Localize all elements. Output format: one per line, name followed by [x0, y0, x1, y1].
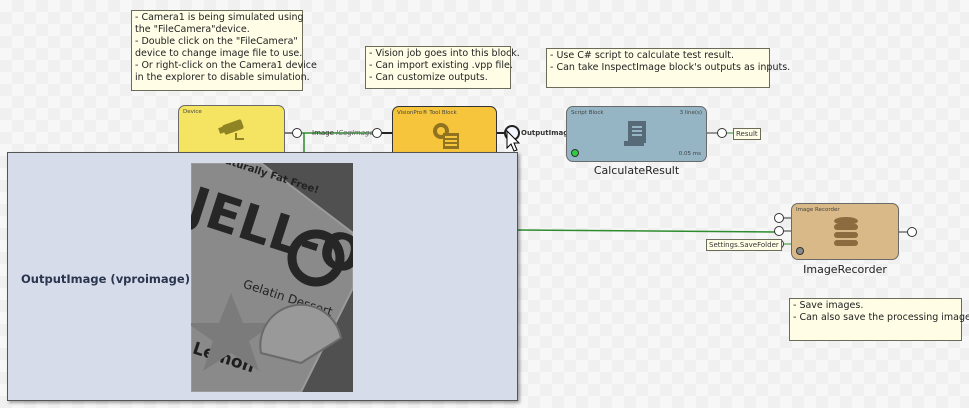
tooltip-text: OutputImage (vproimage) |: [21, 272, 199, 286]
gear-checklist-icon: [433, 123, 459, 149]
note-line: - Can customize outputs.: [369, 72, 488, 83]
script-block-label: CalculateResult: [593, 164, 680, 177]
note-vision[interactable]: - Vision job goes into this block. - Can…: [365, 46, 520, 89]
note-script[interactable]: - Use C# script to calculate test result…: [546, 48, 791, 88]
note-camera[interactable]: - Camera1 is being simulated using the "…: [131, 10, 317, 91]
status-indicator: [796, 247, 804, 255]
note-line: - Vision job goes into this block.: [369, 48, 520, 59]
device-block[interactable]: Device: [178, 105, 285, 160]
note-line: - Can take InspectImage block's outputs …: [550, 62, 791, 73]
output-image-tooltip: OutputImage (vproimage) | Naturally Fat …: [7, 152, 518, 401]
image-recorder-block[interactable]: Image Recorder: [791, 203, 899, 260]
mouse-cursor-icon: [506, 130, 521, 152]
note-line: in the explorer to disable simulation.: [135, 72, 310, 83]
execution-time: 0.05 ms: [678, 151, 701, 157]
script-block[interactable]: Script Block 3 line(s) 0.05 ms: [566, 106, 707, 162]
device-output-port[interactable]: [292, 128, 302, 138]
status-indicator: [571, 149, 579, 157]
note-line: the "FileCamera"device.: [135, 24, 250, 35]
block-title: VisionPro® Tool Block: [397, 110, 457, 116]
note-line: - Double click on the "FileCamera": [135, 36, 298, 47]
note-line: - Or right-click on the Camera1 device: [135, 60, 317, 71]
note-line: device to change image file to use.: [135, 48, 303, 59]
vision-input-port[interactable]: [372, 128, 382, 138]
line-count: 3 line(s): [679, 110, 702, 116]
block-title: Image Recorder: [796, 207, 840, 213]
vision-tool-block[interactable]: VisionPro® Tool Block: [392, 106, 497, 161]
note-recorder[interactable]: - Save images. - Can also save the proce…: [789, 298, 969, 341]
camera-icon: [218, 119, 244, 140]
result-tag[interactable]: Result: [733, 128, 761, 140]
block-title: Script Block: [571, 110, 604, 116]
note-line: - Camera1 is being simulated using: [135, 12, 304, 23]
block-title: Device: [183, 109, 202, 115]
script-output-port[interactable]: [717, 128, 727, 138]
script-scroll-icon: [624, 121, 646, 146]
note-line: - Can import existing .vpp file.: [369, 60, 513, 71]
note-line: - Can also save the processing images.: [793, 312, 969, 323]
jello-box-image: Naturally Fat Free! JELL-O Gelatin Desse…: [191, 163, 353, 392]
note-line: - Save images.: [793, 300, 864, 311]
image-preview: Naturally Fat Free! JELL-O Gelatin Desse…: [191, 163, 353, 392]
recorder-input-port-2[interactable]: [774, 226, 784, 236]
recorder-input-port-1[interactable]: [774, 213, 784, 223]
savefolder-tag[interactable]: Settings.SaveFolder: [706, 239, 782, 251]
recorder-output-port[interactable]: [907, 227, 917, 237]
wire-to-recorder: [517, 229, 776, 233]
note-line: - Use C# script to calculate test result…: [550, 50, 735, 61]
recorder-block-label: ImageRecorder: [803, 263, 887, 276]
database-icon: [834, 217, 858, 246]
image-input-label: Image ICogImage: [312, 129, 374, 137]
